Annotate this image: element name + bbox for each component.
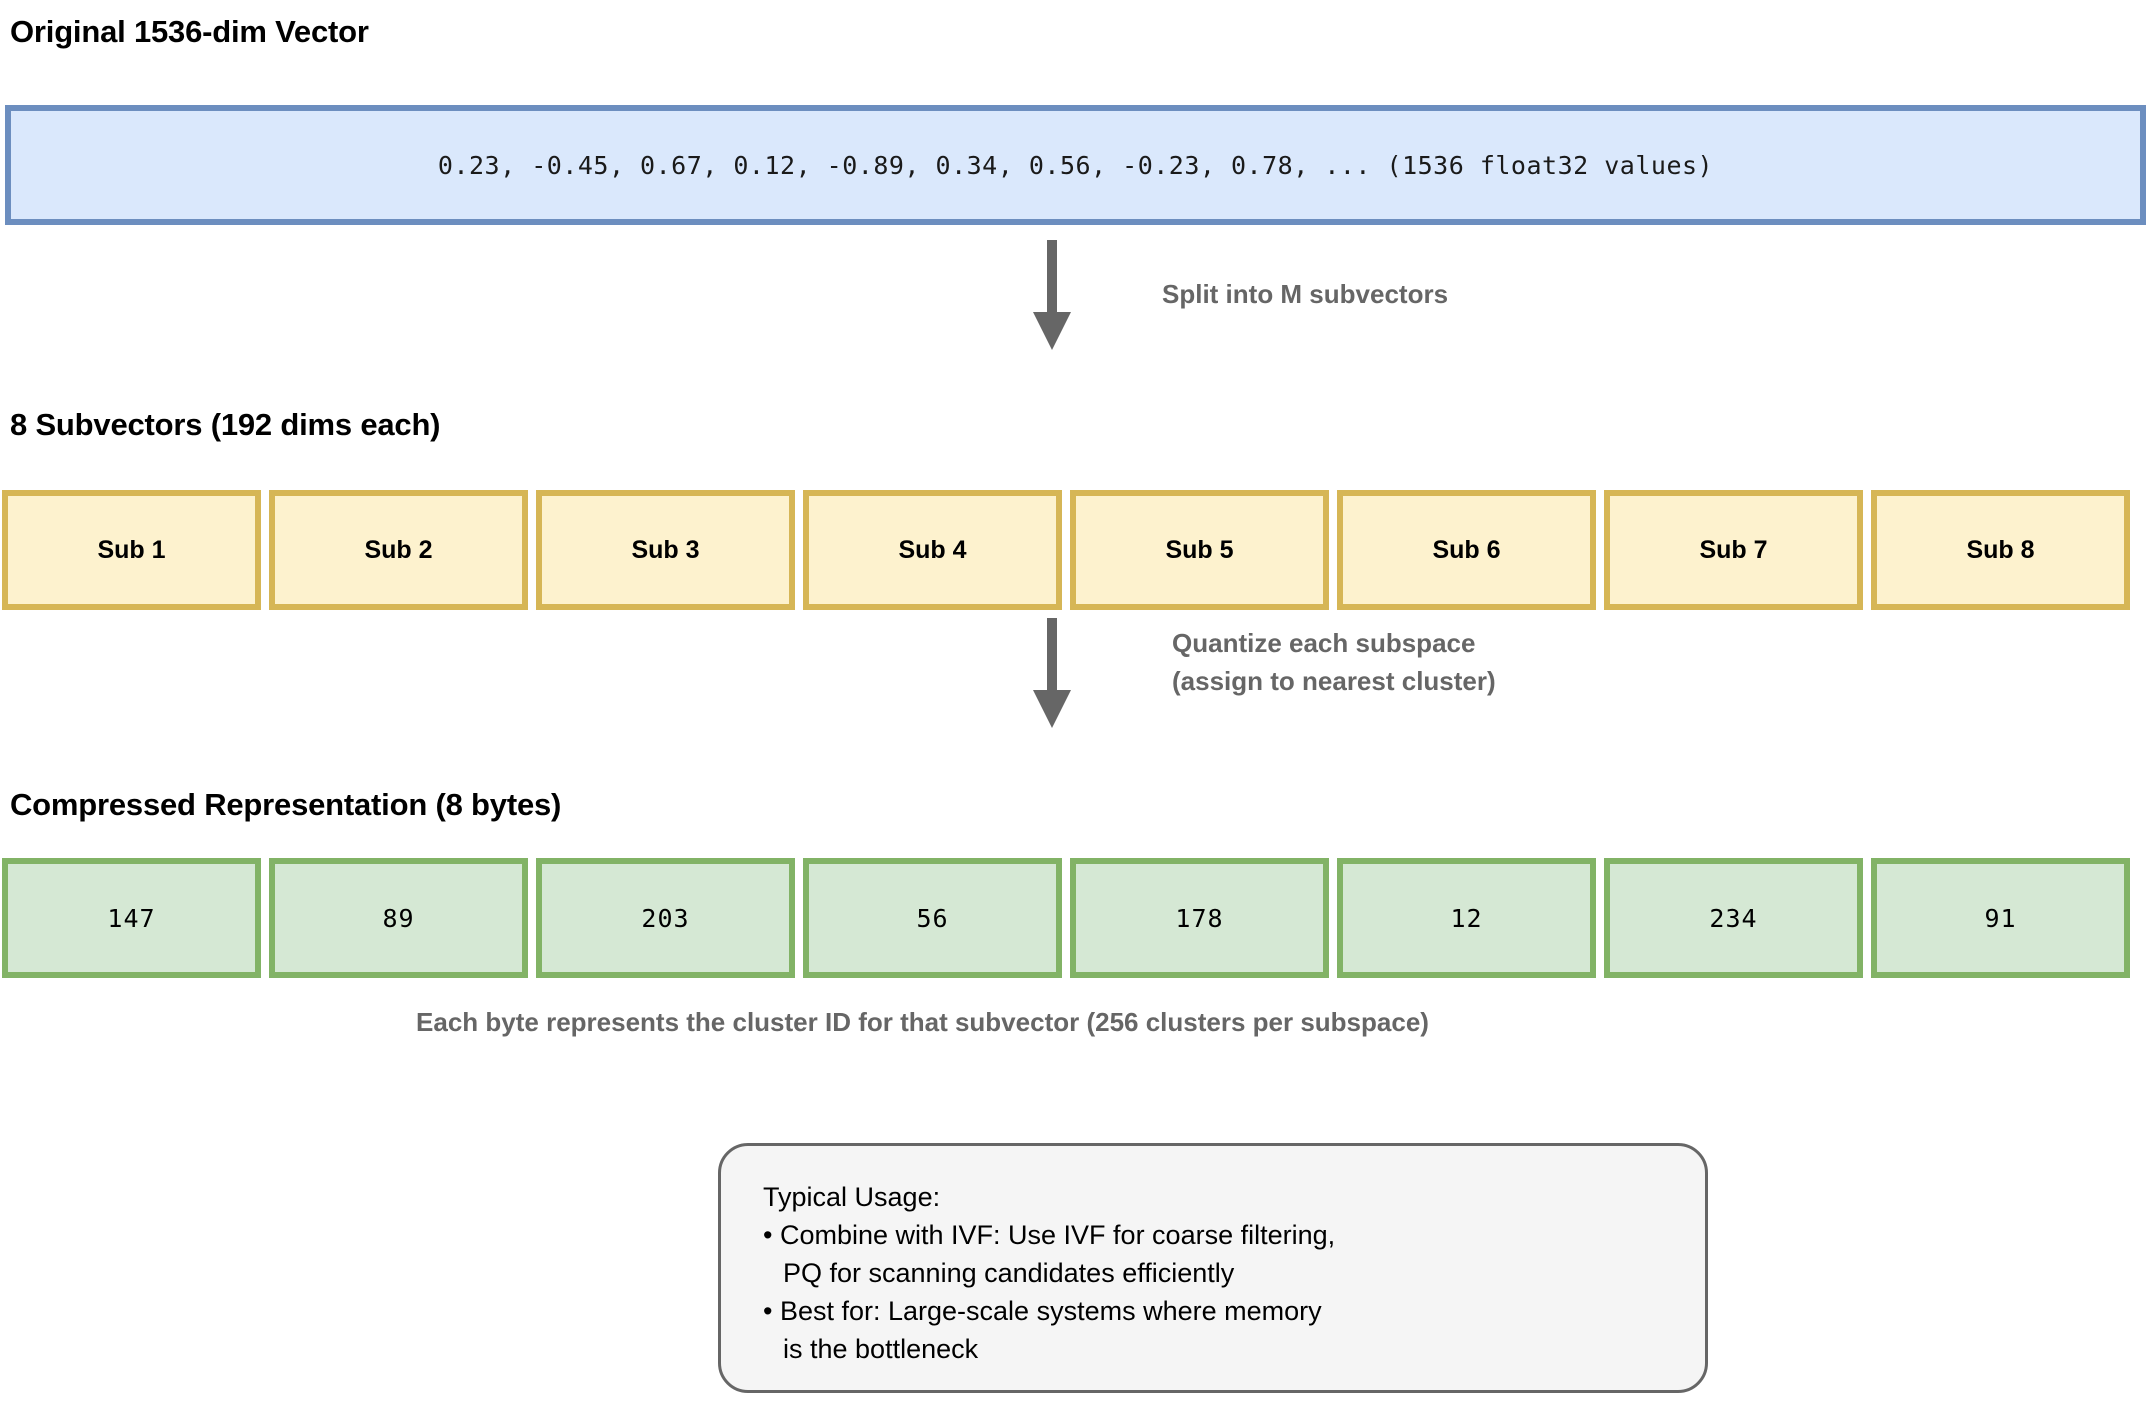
byte-value: 12 xyxy=(1450,903,1483,933)
byte-cell: 89 xyxy=(269,858,528,978)
subvector-cell: Sub 4 xyxy=(803,490,1062,610)
section-title-compressed: Compressed Representation (8 bytes) xyxy=(10,787,562,822)
section-title-original-vector: Original 1536-dim Vector xyxy=(10,14,369,49)
note-bullet-2-line-2: is the bottleneck xyxy=(783,1334,979,1364)
byte-cell: 147 xyxy=(2,858,261,978)
note-title: Typical Usage: xyxy=(763,1182,941,1212)
subvector-cell: Sub 6 xyxy=(1337,490,1596,610)
arrow-quantize-down-icon xyxy=(1030,618,1074,728)
subvector-label: Sub 4 xyxy=(898,535,967,564)
byte-cell: 12 xyxy=(1337,858,1596,978)
byte-value: 56 xyxy=(916,903,949,933)
byte-value: 147 xyxy=(107,903,156,933)
compressed-byte-row: 147 89 203 56 178 12 234 91 xyxy=(2,858,2151,978)
subvector-label: Sub 2 xyxy=(364,535,433,564)
subvector-cell: Sub 8 xyxy=(1871,490,2130,610)
note-bullet-1-line-1: • Combine with IVF: Use IVF for coarse f… xyxy=(763,1220,1336,1250)
compressed-caption: Each byte represents the cluster ID for … xyxy=(416,1007,1429,1037)
subvector-label: Sub 8 xyxy=(1966,535,2035,564)
subvector-cell: Sub 5 xyxy=(1070,490,1329,610)
byte-cell: 178 xyxy=(1070,858,1329,978)
arrow-quantize-label-line2: (assign to nearest cluster) xyxy=(1172,666,1496,696)
note-bullet-2-line-1: • Best for: Large-scale systems where me… xyxy=(763,1296,1322,1326)
subvector-cell: Sub 1 xyxy=(2,490,261,610)
arrow-split-down-icon xyxy=(1030,240,1074,350)
arrow-quantize-label-line1: Quantize each subspace xyxy=(1172,628,1476,658)
subvector-cell: Sub 2 xyxy=(269,490,528,610)
typical-usage-note: Typical Usage: • Combine with IVF: Use I… xyxy=(718,1143,1708,1393)
byte-cell: 203 xyxy=(536,858,795,978)
byte-value: 203 xyxy=(641,903,690,933)
original-vector-box: 0.23, -0.45, 0.67, 0.12, -0.89, 0.34, 0.… xyxy=(5,105,2146,225)
original-vector-values: 0.23, -0.45, 0.67, 0.12, -0.89, 0.34, 0.… xyxy=(437,150,1714,180)
subvector-label: Sub 5 xyxy=(1165,535,1234,564)
byte-value: 89 xyxy=(382,903,415,933)
byte-value: 234 xyxy=(1709,903,1758,933)
byte-cell: 91 xyxy=(1871,858,2130,978)
arrow-split-label: Split into M subvectors xyxy=(1162,279,1449,309)
subvector-cell: Sub 7 xyxy=(1604,490,1863,610)
byte-cell: 56 xyxy=(803,858,1062,978)
byte-value: 91 xyxy=(1984,903,2017,933)
subvector-label: Sub 3 xyxy=(631,535,700,564)
subvector-row: Sub 1 Sub 2 Sub 3 Sub 4 Sub 5 Sub 6 Sub … xyxy=(2,490,2151,610)
note-bullet-1-line-2: PQ for scanning candidates efficiently xyxy=(783,1258,1235,1288)
subvector-label: Sub 7 xyxy=(1699,535,1768,564)
subvector-label: Sub 6 xyxy=(1432,535,1501,564)
section-title-subvectors: 8 Subvectors (192 dims each) xyxy=(10,407,441,442)
byte-cell: 234 xyxy=(1604,858,1863,978)
byte-value: 178 xyxy=(1175,903,1224,933)
subvector-label: Sub 1 xyxy=(97,535,166,564)
subvector-cell: Sub 3 xyxy=(536,490,795,610)
arrow-quantize-label: Quantize each subspace (assign to neares… xyxy=(1172,624,1496,700)
